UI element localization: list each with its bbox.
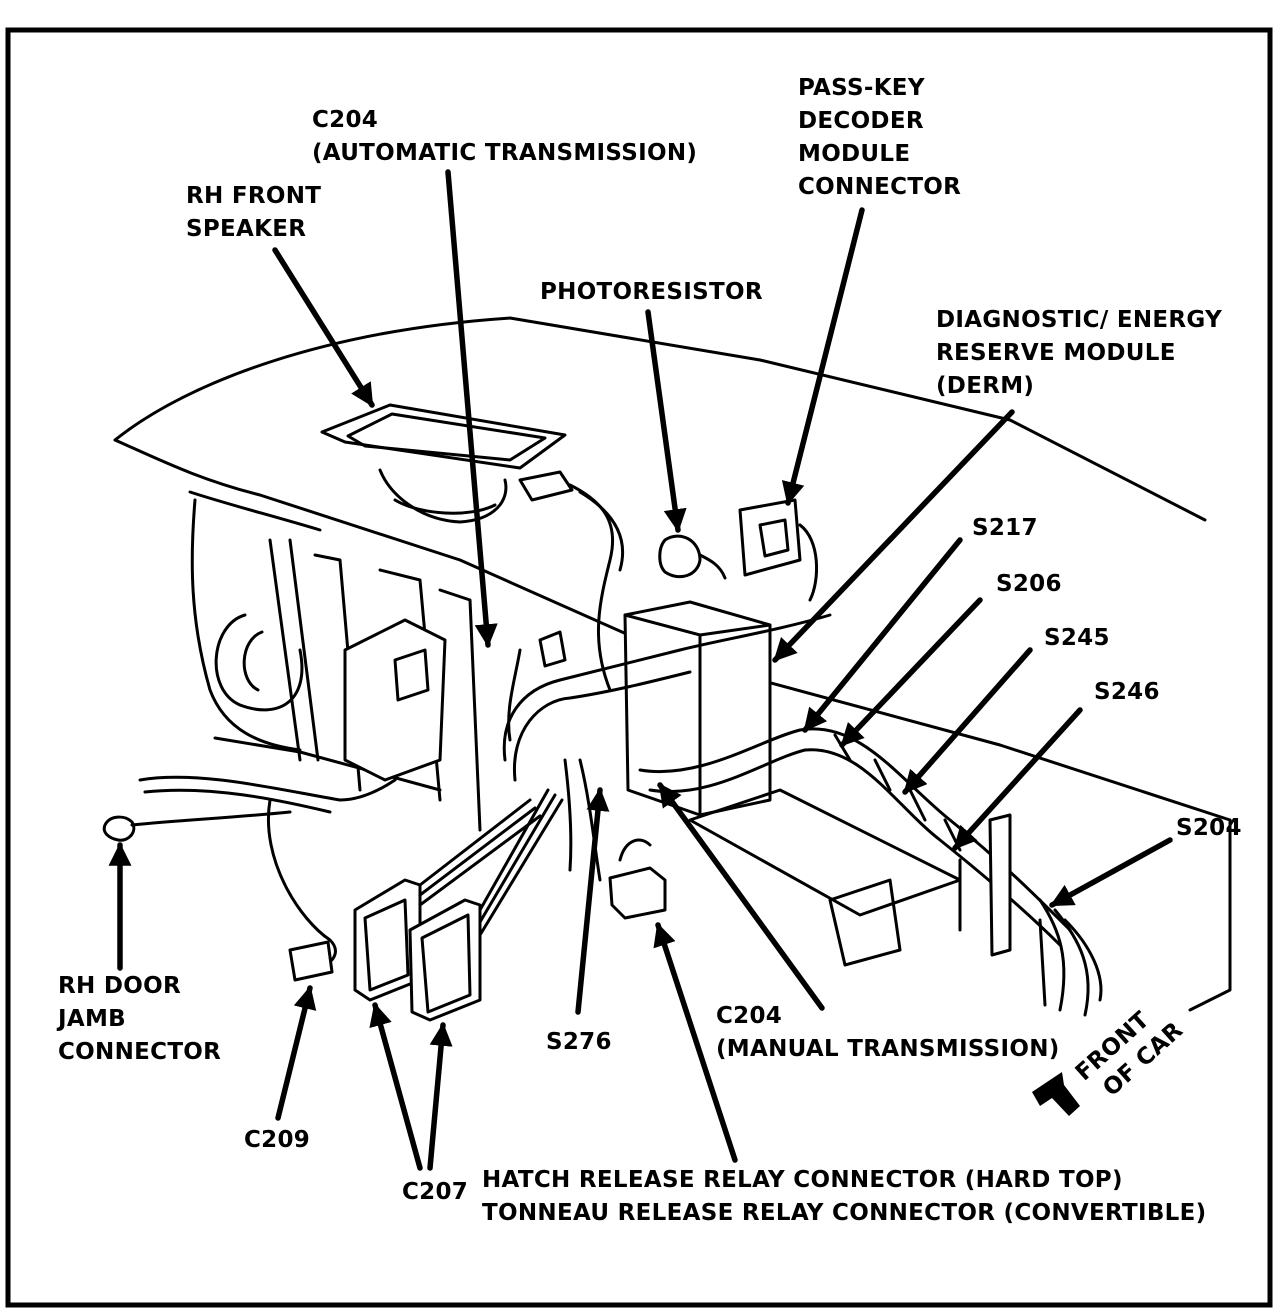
harness-right — [638, 727, 1072, 932]
arrow-s246 — [952, 707, 1083, 851]
front-of-car-arrow — [1032, 1072, 1080, 1116]
arrow-passkey — [781, 207, 865, 506]
diagram-border — [5, 27, 1273, 1308]
dash-illustration — [102, 316, 1232, 1022]
arrow-derm — [772, 409, 1015, 663]
speaker-graphic — [320, 403, 567, 524]
label-s204: S204 — [1176, 815, 1242, 841]
passkey-connector-graphic — [738, 498, 819, 602]
arrow-c204-auto — [445, 169, 498, 648]
arrow-c209 — [275, 985, 317, 1121]
label-c204-automatic: C204 (AUTOMATIC TRANSMISSION) — [312, 107, 698, 166]
arrow-rh-speaker — [272, 247, 375, 408]
arrow-s276 — [575, 787, 610, 1015]
c207-connectors-graphic — [353, 788, 564, 1022]
label-s276: S276 — [546, 1029, 612, 1055]
label-s246: S246 — [1094, 679, 1160, 705]
label-derm: DIAGNOSTIC/ ENERGY RESERVE MODULE (DERM) — [936, 307, 1223, 399]
label-photoresistor: PHOTORESISTOR — [540, 279, 763, 305]
arrow-s206 — [839, 597, 983, 748]
leader-arrows — [108, 169, 1173, 1171]
door-jamb-end — [102, 815, 136, 842]
label-passkey-decoder-connector: PASS-KEY DECODER MODULE CONNECTOR — [798, 75, 962, 200]
label-s217: S217 — [972, 515, 1038, 541]
c209-wire — [138, 775, 397, 802]
arrow-c204-manual — [657, 782, 825, 1011]
label-c204-manual: C204 (MANUAL TRANSMISSION) — [716, 1003, 1060, 1062]
label-relay-connectors: HATCH RELEASE RELAY CONNECTOR (HARD TOP)… — [482, 1167, 1207, 1226]
label-s206: S206 — [996, 571, 1062, 597]
label-s245: S245 — [1044, 625, 1110, 651]
arrow-relay — [653, 922, 738, 1163]
relay-connector-graphic — [608, 866, 667, 920]
label-rh-front-speaker: RH FRONT SPEAKER — [186, 183, 322, 242]
label-c209: C209 — [244, 1127, 311, 1153]
arrow-photoresistor — [645, 309, 687, 533]
photoresistor-graphic — [658, 534, 702, 579]
c209-connector-graphic — [288, 940, 334, 982]
harness-trunk — [502, 613, 832, 762]
arrow-c207-a — [369, 1002, 423, 1171]
arrow-s217 — [802, 537, 963, 733]
arrow-s204 — [1049, 837, 1173, 908]
arrow-s245 — [902, 647, 1033, 795]
label-c207: C207 — [402, 1179, 469, 1205]
arrow-c207-b — [427, 1022, 453, 1171]
label-rh-door-jamb-connector: RH DOOR JAMB CONNECTOR — [58, 973, 222, 1065]
